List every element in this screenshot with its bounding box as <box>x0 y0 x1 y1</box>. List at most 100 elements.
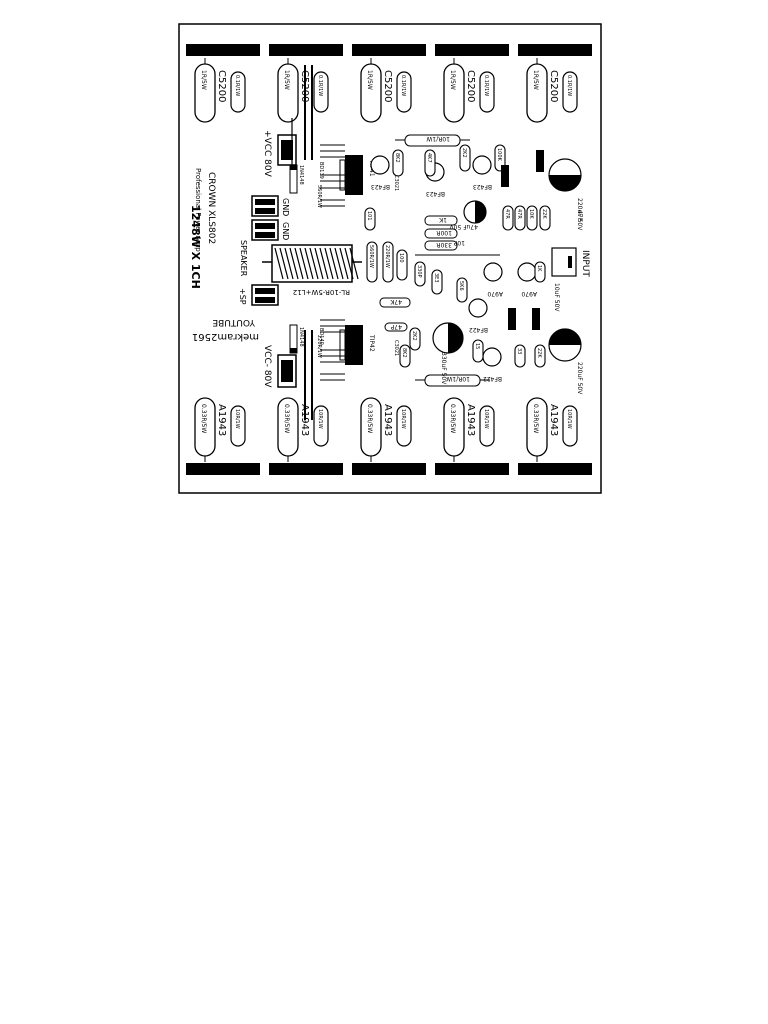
resistor-body <box>366 241 378 283</box>
resistor-label: 15 <box>474 343 480 349</box>
vcc-neg-label: VCC- 80V <box>262 345 272 388</box>
c47p-label: 47P <box>390 323 402 330</box>
r100r <box>424 228 458 239</box>
bottom-res-label: 0.33R/5W <box>449 404 456 433</box>
resistor: 100 <box>396 249 408 281</box>
r47k <box>379 297 411 308</box>
r1k-label: 1K <box>438 216 447 223</box>
input-connector <box>551 247 577 277</box>
gnd2-label: GND <box>281 222 290 240</box>
bottom-part-label: A1943 <box>382 404 393 436</box>
bottom-bres-label: 10R/1W <box>566 409 572 429</box>
resistor-label: 2K2 <box>461 148 467 158</box>
tip-bottom-label: TIP42 <box>368 334 375 352</box>
top-bres-label: 0.1R/1W <box>400 75 406 96</box>
bd-bottom-label: BD140 <box>318 328 324 345</box>
to92-transistor: BF422 <box>482 347 502 382</box>
to92-transistor: A970 <box>483 262 503 297</box>
resistor: 220R/1W <box>382 241 394 283</box>
resistor-body <box>459 144 471 172</box>
to92-label: BF422 <box>469 326 488 333</box>
resistor: 22K <box>539 205 551 231</box>
resistor-body <box>424 149 436 177</box>
top-base-resistor <box>562 71 578 113</box>
r10-1w-bottom <box>415 374 490 387</box>
bottom-res-label: 0.33R/5W <box>200 404 207 433</box>
input-label: INPUT <box>580 250 590 277</box>
smd-resistor <box>501 165 509 187</box>
resistor: 2K2 <box>409 327 421 351</box>
r100r-label: 100R <box>436 229 452 236</box>
top-bar <box>269 44 343 56</box>
resistor-body <box>502 205 514 231</box>
cap-220u-top <box>548 158 582 192</box>
resistor-body <box>526 205 538 231</box>
r10-1w-top <box>395 134 470 147</box>
c47p-b-label: 47P <box>576 210 583 222</box>
youtube-label: YOUTUBE <box>212 317 256 327</box>
bottom-bar <box>269 463 343 475</box>
top-bres-label: 0.1R/1W <box>566 75 572 96</box>
top-part-label: C5200 <box>548 70 559 102</box>
vcc-pos-label: +VCC 80V <box>262 130 272 178</box>
bottom-bres-label: 10R/1W <box>317 409 323 429</box>
resistor-label: 100 <box>398 253 404 263</box>
resistor-body <box>396 249 408 281</box>
sp-label: +SP <box>238 288 247 305</box>
resistor: 8K2 <box>399 344 411 368</box>
resistor-body <box>534 261 546 283</box>
c10p-label: 10P <box>453 239 465 246</box>
resistor-label: 101 <box>366 211 372 221</box>
resistor-label: 100K <box>496 148 502 162</box>
resistor-label: 5K6 <box>458 281 464 291</box>
r47k-label: 47K <box>389 298 402 305</box>
bottom-heatsink-bars <box>186 463 592 475</box>
top-part-label: C5200 <box>382 70 393 102</box>
resistor: 4K7 <box>424 149 436 177</box>
coil-stripe <box>344 247 354 280</box>
coil-stripe <box>279 247 289 280</box>
driver-transistor-top <box>320 144 363 207</box>
to92-label: BF423 <box>473 183 492 190</box>
to92-label: BF423 <box>371 183 390 190</box>
bottom-bres-label: 10R/1W <box>483 409 489 429</box>
coil-stripe <box>339 247 349 280</box>
r10-1w-top-label: 10R/1W <box>426 135 450 142</box>
resistor-body <box>392 149 404 177</box>
cap-220u-bottom-label: 220uF 50V <box>576 362 583 395</box>
gnd-terminal-2 <box>251 219 279 241</box>
bottom-bar <box>186 463 260 475</box>
to92-body <box>482 347 502 367</box>
resistor-body <box>364 207 376 231</box>
coil-stripe <box>274 247 284 280</box>
r1k <box>424 215 458 226</box>
crown-label: CROWN XLS802 <box>206 172 216 244</box>
coil-stripe <box>294 247 304 280</box>
coil-stripe <box>289 247 299 280</box>
coil-stripe <box>329 247 339 280</box>
bottom-base-resistor <box>562 405 578 447</box>
resistor-body <box>539 205 551 231</box>
coil-resistor <box>262 244 362 283</box>
gnd-terminal-1 <box>251 195 279 217</box>
top-bar <box>435 44 509 56</box>
cap-330u-label: 330uF 50V <box>440 352 447 385</box>
resistor: 22K <box>534 344 546 368</box>
top-heatsink-bars <box>186 44 592 56</box>
board-outline <box>178 23 602 494</box>
resistor: 10K <box>526 205 538 231</box>
channel-label: mekram2561 <box>192 331 259 342</box>
to92-body <box>483 262 503 282</box>
bottom-part-label: A1943 <box>216 404 227 436</box>
resistor-label: 220R/1W <box>384 245 390 268</box>
resistor-body <box>409 327 421 351</box>
resistor-body <box>472 339 484 363</box>
bottom-bar <box>352 463 426 475</box>
bottom-part-label: A1943 <box>465 404 476 436</box>
